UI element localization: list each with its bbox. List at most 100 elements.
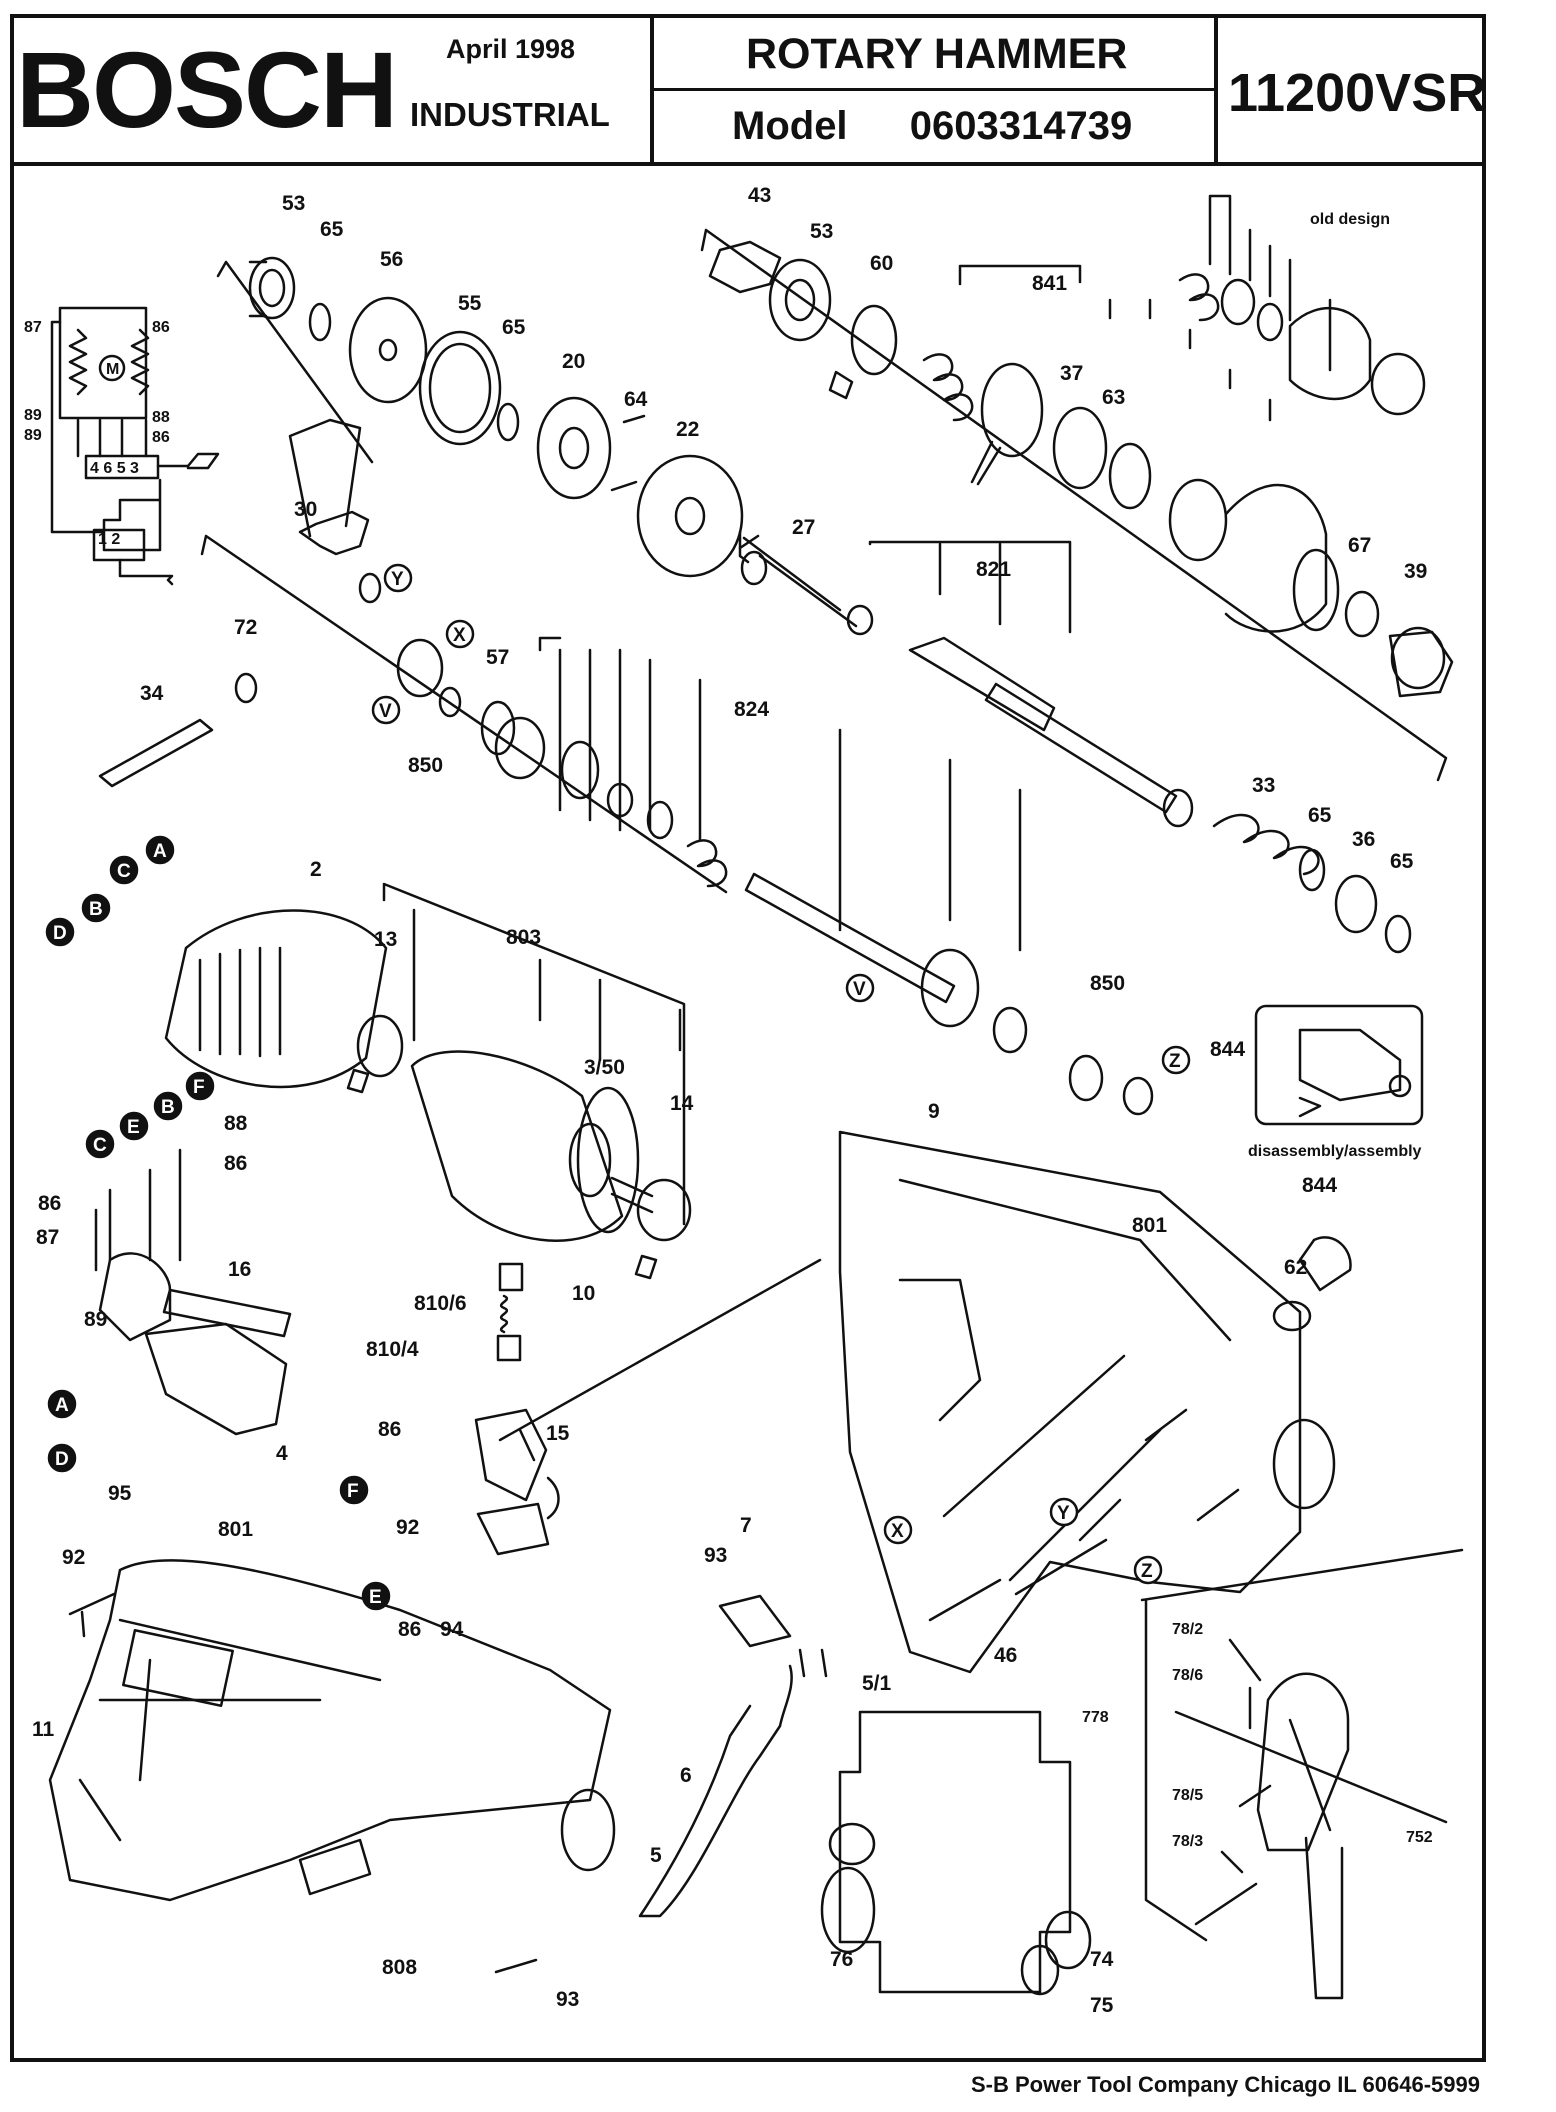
part-label: 778 bbox=[1082, 1709, 1109, 1726]
ref-marker: A bbox=[47, 1389, 77, 1419]
svg-text:Z: Z bbox=[1169, 1051, 1181, 1072]
part-label: 803 bbox=[506, 926, 541, 949]
part-label: 850 bbox=[1090, 972, 1125, 995]
middle-shaft-group bbox=[494, 530, 1412, 1116]
ref-marker: C bbox=[109, 855, 139, 885]
model-label: Model bbox=[732, 104, 848, 148]
part-label: 808 bbox=[382, 1956, 417, 1979]
part-label: 78/5 bbox=[1172, 1787, 1203, 1804]
ref-marker: D bbox=[47, 1443, 77, 1473]
part-label: 810/6 bbox=[414, 1292, 467, 1315]
part-label: 36 bbox=[1352, 828, 1375, 851]
part-label: 33 bbox=[1252, 774, 1275, 797]
ref-marker: B bbox=[153, 1091, 183, 1121]
part-label: 92 bbox=[62, 1546, 85, 1569]
part-label: 801 bbox=[218, 1518, 253, 1541]
part-label: 5 bbox=[650, 1844, 662, 1867]
part-label: 20 bbox=[562, 350, 585, 373]
svg-text:V: V bbox=[853, 979, 866, 1000]
part-label: 87 bbox=[24, 319, 42, 336]
svg-text:Z: Z bbox=[1141, 1561, 1153, 1582]
disassembly-inset bbox=[1254, 1004, 1424, 1126]
ref-marker: F bbox=[339, 1475, 369, 1505]
part-label: 86 bbox=[378, 1418, 401, 1441]
svg-text:F: F bbox=[347, 1481, 359, 1502]
footer-company: S-B Power Tool Company Chicago IL 60646-… bbox=[971, 2072, 1480, 2097]
part-label: 86 bbox=[152, 429, 170, 446]
division-label: INDUSTRIAL bbox=[410, 96, 610, 133]
ref-marker: X bbox=[883, 1515, 913, 1545]
part-label: 53 bbox=[810, 220, 833, 243]
part-label: 752 bbox=[1406, 1829, 1433, 1846]
ref-marker: E bbox=[119, 1111, 149, 1141]
svg-text:C: C bbox=[93, 1135, 107, 1156]
part-label: 94 bbox=[440, 1618, 464, 1641]
part-label: 86 bbox=[398, 1618, 421, 1641]
part-label: 86 bbox=[224, 1152, 247, 1175]
part-label: 844 bbox=[1210, 1038, 1245, 1061]
part-label: 14 bbox=[670, 1092, 694, 1115]
part-label: 6 bbox=[680, 1764, 692, 1787]
svg-text:D: D bbox=[55, 1449, 69, 1470]
part-label: 78/6 bbox=[1172, 1667, 1203, 1684]
part-label: 4 bbox=[276, 1442, 288, 1465]
part-label: 86 bbox=[38, 1192, 61, 1215]
part-label: 2 bbox=[310, 858, 322, 881]
part-label: 27 bbox=[792, 516, 815, 539]
part-label: 88 bbox=[152, 409, 170, 426]
upper-left-group bbox=[98, 256, 874, 894]
part-label: 16 bbox=[228, 1258, 251, 1281]
wiring-schematic: M 4 6 5 3 1 2 bbox=[50, 306, 220, 586]
part-label: 57 bbox=[486, 646, 509, 669]
motor-group bbox=[164, 882, 692, 1280]
old-design-note: old design bbox=[1310, 211, 1390, 228]
svg-text:E: E bbox=[127, 1117, 140, 1138]
svg-text:C: C bbox=[117, 861, 131, 882]
part-label: 850 bbox=[408, 754, 443, 777]
ref-marker: Y bbox=[383, 563, 413, 593]
part-label: 15 bbox=[546, 1422, 570, 1445]
svg-text:Y: Y bbox=[1057, 1503, 1070, 1524]
brush-switch-group bbox=[94, 1148, 560, 1556]
part-label: 3/50 bbox=[584, 1056, 625, 1079]
part-label: 64 bbox=[624, 388, 648, 411]
model-number: 0603314739 bbox=[909, 104, 1133, 148]
svg-text:X: X bbox=[453, 625, 466, 646]
part-label: 30 bbox=[294, 498, 317, 521]
part-label: 43 bbox=[748, 184, 771, 207]
part-label: 37 bbox=[1060, 362, 1083, 385]
part-label: 34 bbox=[140, 682, 164, 705]
part-label: 87 bbox=[36, 1226, 59, 1249]
ref-marker: Y bbox=[1049, 1497, 1079, 1527]
part-label: 74 bbox=[1090, 1948, 1114, 1971]
ref-marker: C bbox=[85, 1129, 115, 1159]
brand-logo: BOSCH bbox=[16, 29, 398, 150]
part-label: 844 bbox=[1302, 1174, 1337, 1197]
svg-text:E: E bbox=[369, 1587, 382, 1608]
part-label: 10 bbox=[572, 1282, 595, 1305]
svg-text:V: V bbox=[379, 701, 392, 722]
model-line: Model 0603314739 bbox=[732, 104, 1132, 252]
part-label: 13 bbox=[374, 928, 397, 951]
part-label: 67 bbox=[1348, 534, 1371, 557]
part-label: 65 bbox=[502, 316, 526, 339]
divider bbox=[650, 14, 654, 162]
issue-date: April 1998 bbox=[446, 34, 576, 64]
ref-marker: V bbox=[371, 695, 401, 725]
part-label: 841 bbox=[1032, 272, 1067, 295]
product-title: ROTARY HAMMER bbox=[746, 30, 1128, 78]
title-block: BOSCH April 1998 INDUSTRIAL ROTARY HAMME… bbox=[10, 14, 1486, 166]
part-label: 75 bbox=[1090, 1994, 1114, 2017]
svg-text:X: X bbox=[891, 1521, 904, 1542]
ref-marker: Z bbox=[1133, 1555, 1163, 1585]
part-label: 11 bbox=[32, 1718, 55, 1741]
part-label: 5/1 bbox=[862, 1672, 892, 1695]
svg-text:M: M bbox=[106, 361, 119, 378]
part-label: 78/2 bbox=[1172, 1621, 1203, 1638]
part-label: 93 bbox=[556, 1988, 579, 2011]
disassembly-note: disassembly/assembly bbox=[1248, 1143, 1422, 1160]
svg-text:F: F bbox=[193, 1077, 205, 1098]
part-label: 95 bbox=[108, 1482, 132, 1505]
part-label: 63 bbox=[1102, 386, 1125, 409]
